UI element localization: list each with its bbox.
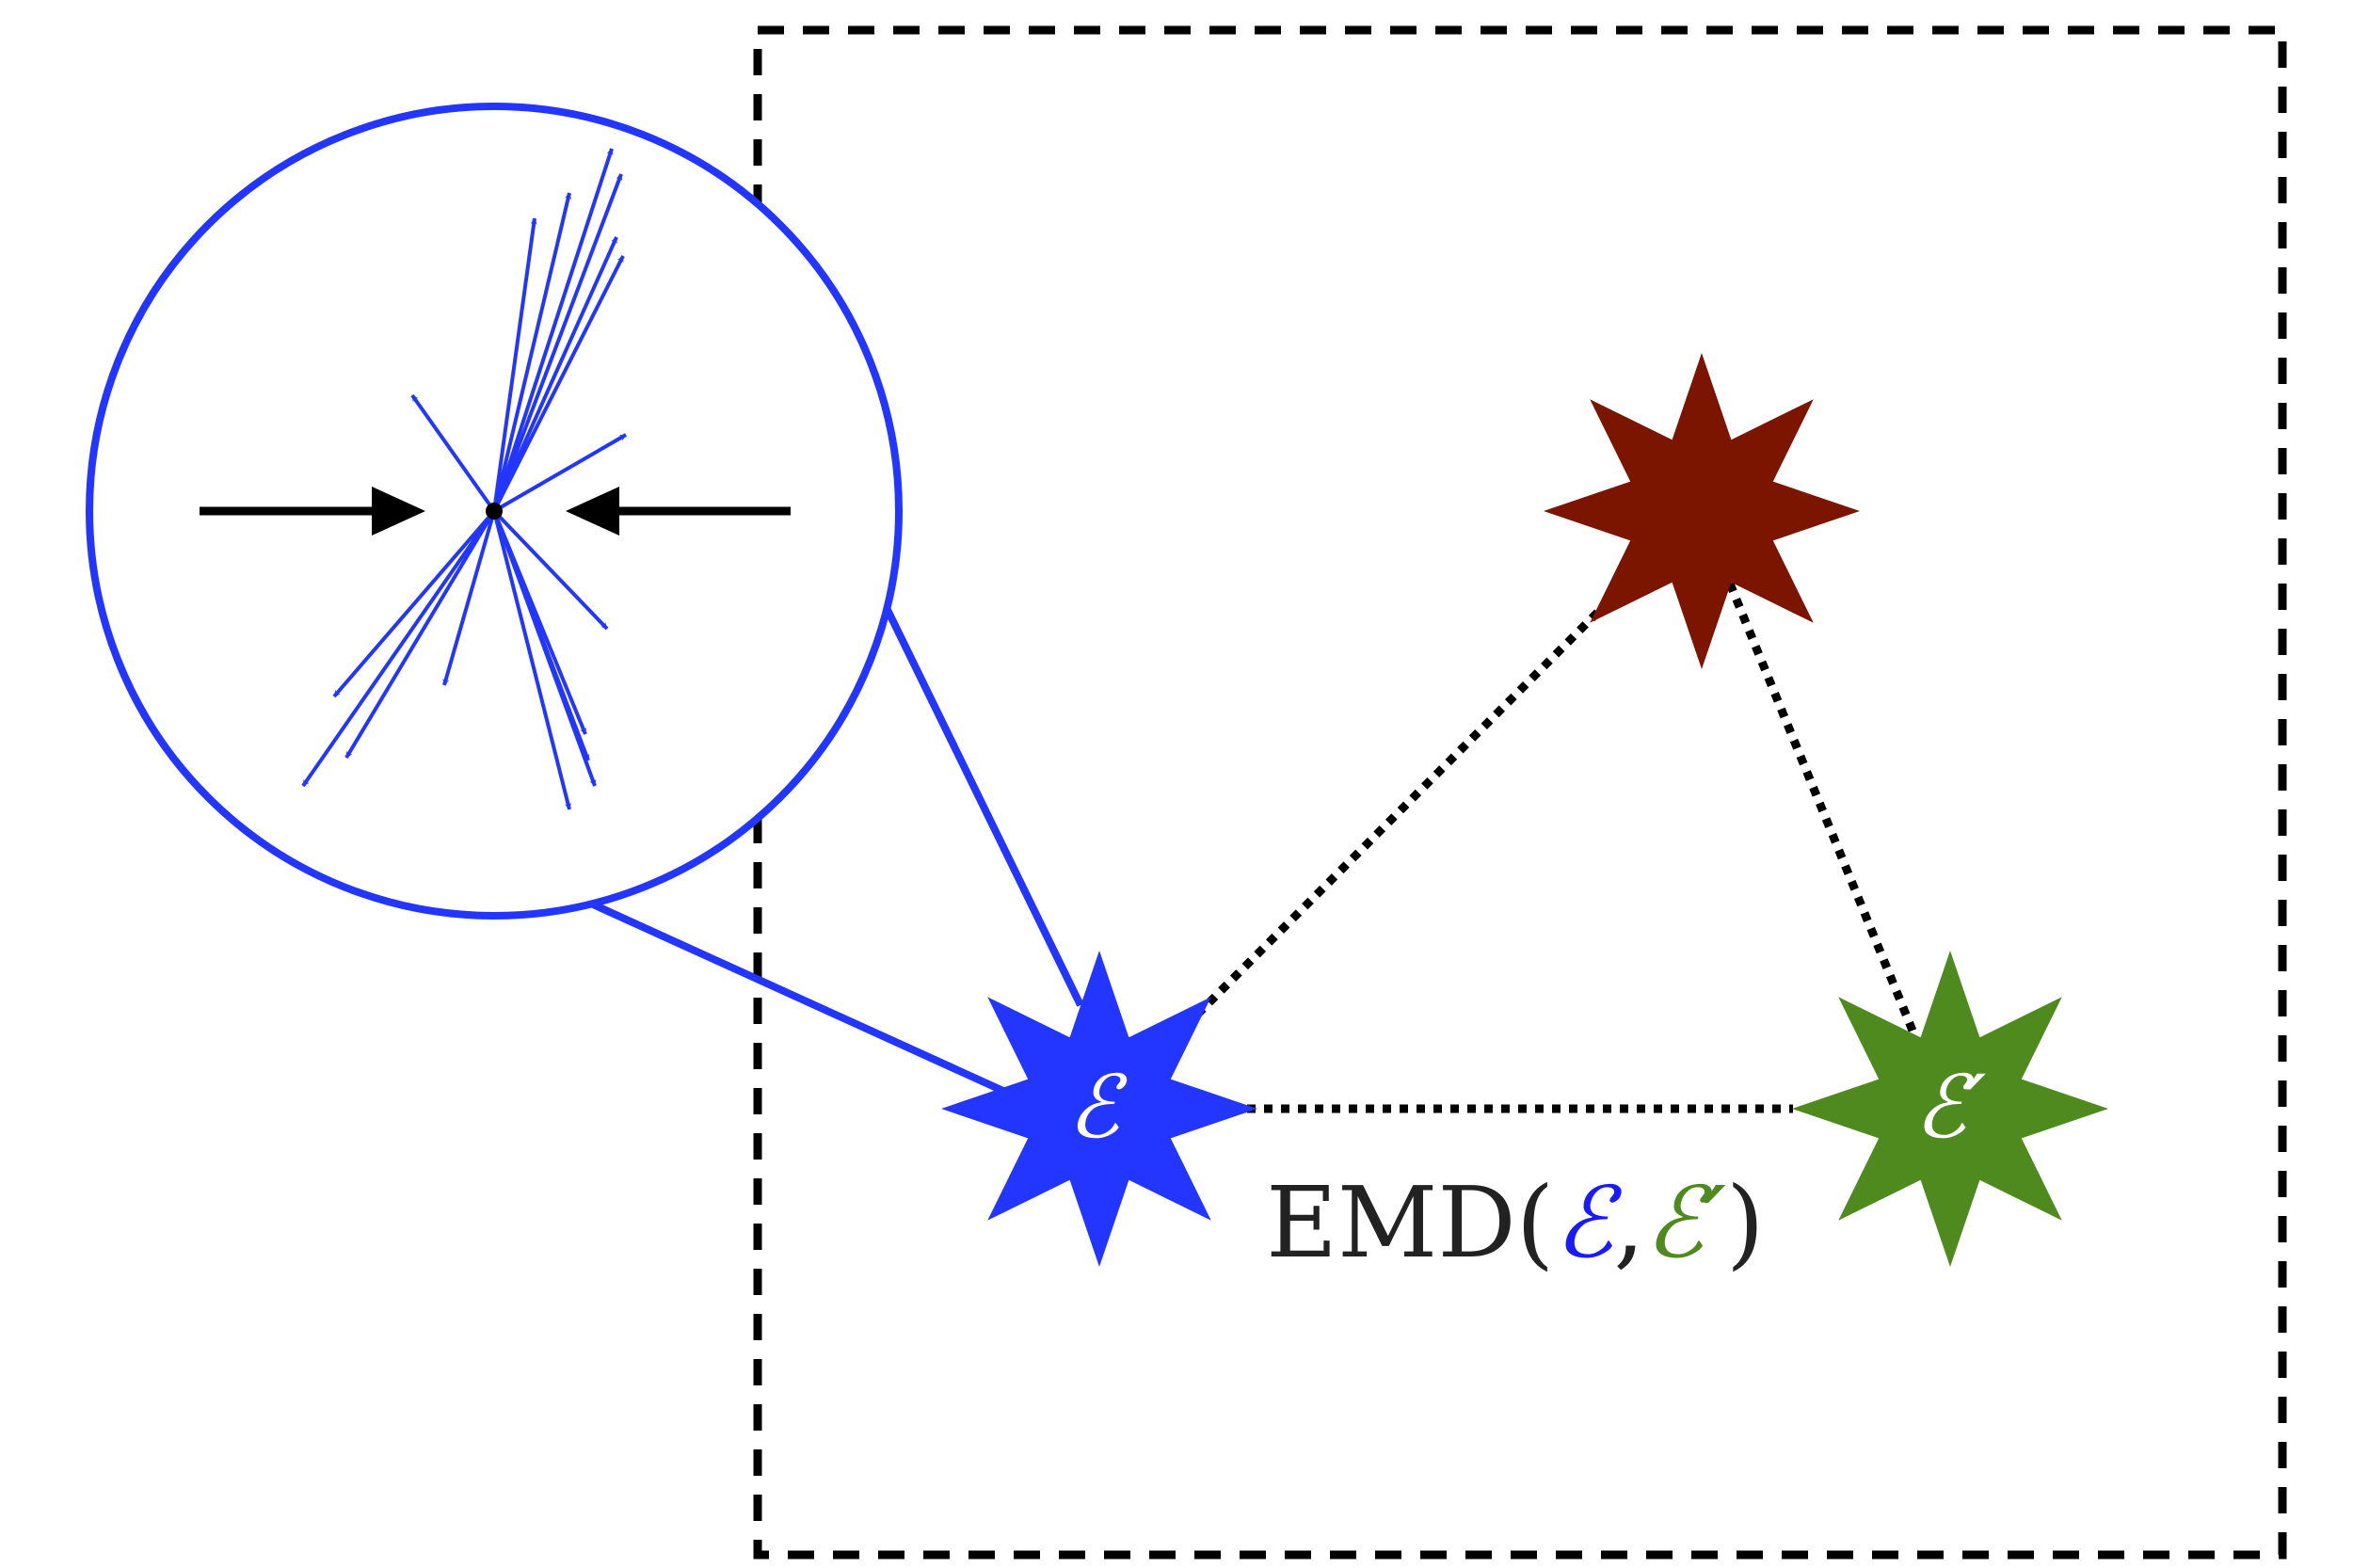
particle-arrow-1 (492, 192, 571, 512)
emd-label-comma: , (1613, 1165, 1644, 1280)
emd-label-prefix: EMD( (1266, 1165, 1554, 1280)
incoming-beam-right (566, 487, 791, 536)
event-star-darkred (1544, 353, 1860, 669)
particle-arrow-3 (492, 173, 623, 512)
event-label-blue: ℰ (1067, 1057, 1128, 1158)
dotted-line-red-to-green (1725, 582, 1917, 1032)
particle-arrow-5 (492, 255, 625, 512)
event-space-box (753, 25, 2287, 1560)
particle-arrow-13 (492, 510, 571, 810)
emd-label-arg2: ℰ′ (1644, 1165, 1726, 1280)
particle-arrow-2 (492, 217, 537, 512)
dotted-line-blue-to-red (1193, 606, 1604, 1018)
particle-arrow-4 (492, 236, 618, 512)
emd-label-suffix: ) (1726, 1165, 1765, 1280)
event-star-blue (941, 951, 1257, 1267)
emd-label-arg1: ℰ (1554, 1165, 1622, 1280)
event-label-green: ℰ′ (1914, 1057, 1987, 1158)
particle-arrow-12 (442, 510, 496, 686)
particle-arrow-7 (492, 433, 628, 513)
particle-spray-icon (301, 148, 628, 810)
particle-arrow-10 (301, 509, 496, 788)
particle-arrow-9 (332, 509, 496, 698)
particle-arrow-16 (492, 510, 587, 735)
zoom-line-upper (884, 608, 1084, 1007)
particle-arrow-6 (410, 393, 496, 513)
collision-point (486, 503, 503, 520)
incoming-beam-left (200, 487, 425, 536)
particle-arrow-8 (492, 509, 609, 631)
particle-arrow-11 (344, 509, 496, 760)
arrow-left-icon (566, 487, 619, 536)
event-star-green (1792, 951, 2108, 1267)
particle-arrow-0 (492, 148, 614, 512)
arrow-right-icon (372, 487, 425, 536)
emd-label: EMD(ℰ,ℰ′) (1266, 1165, 1765, 1280)
zoom-line-lower (589, 900, 1007, 1096)
